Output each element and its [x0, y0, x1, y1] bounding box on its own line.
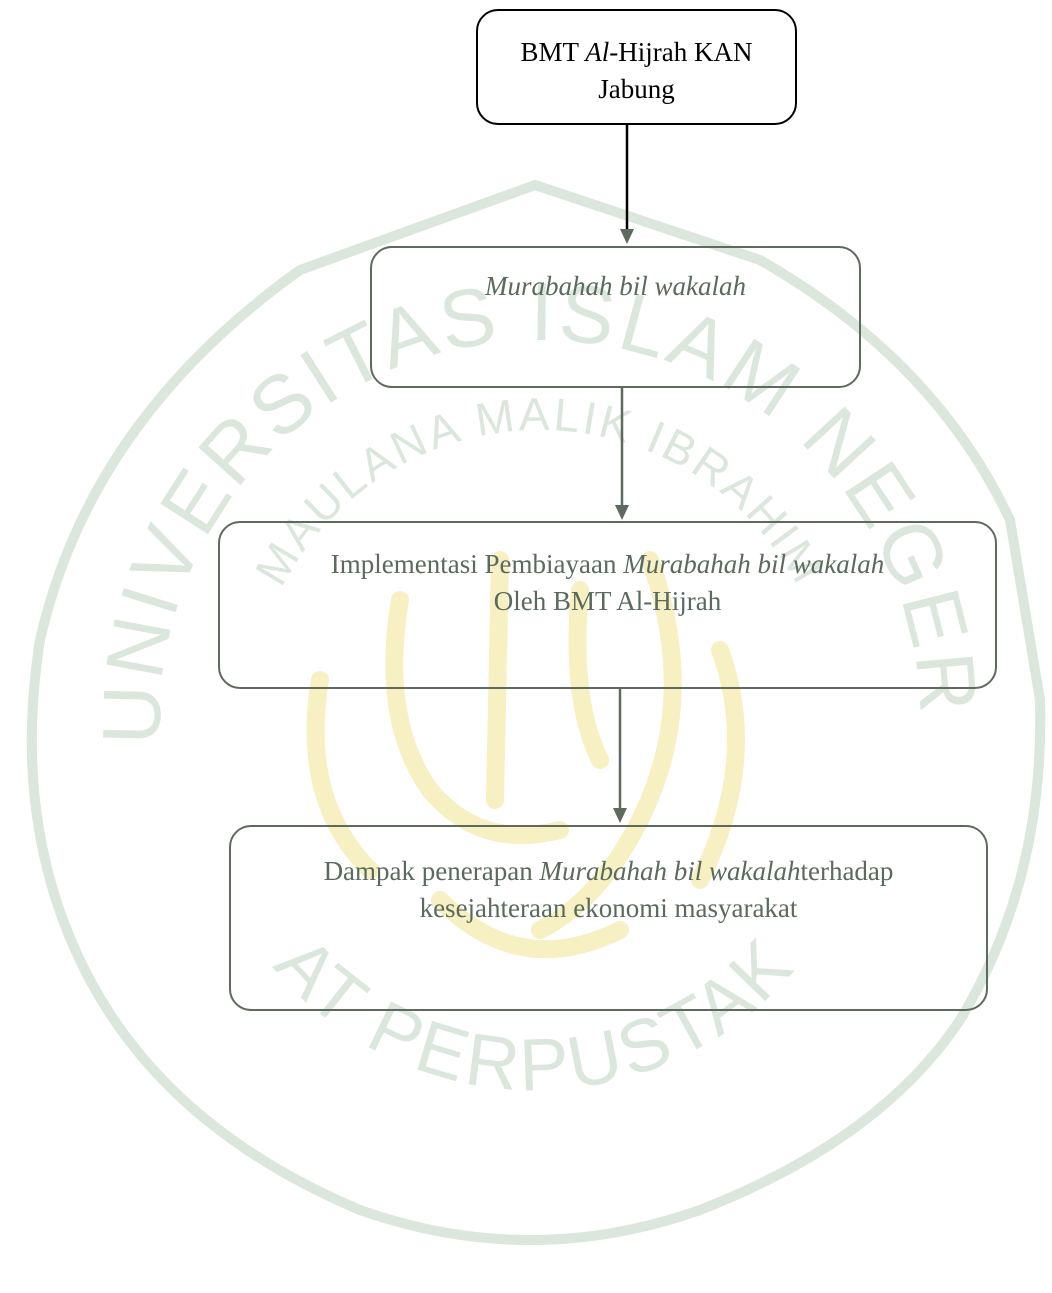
node-implementasi-line1: Implementasi Pembiayaan Murabahah bil wa… — [330, 549, 885, 579]
node-bmt-line1: BMT Al-Hijrah KAN — [520, 37, 753, 67]
node-murabahah-label: Murabahah bil wakalah — [485, 271, 746, 301]
arrow-1 — [620, 125, 634, 244]
node-implementasi-line2: Oleh BMT Al-Hijrah — [493, 586, 722, 616]
node-implementasi-pembiayaan: Implementasi Pembiayaan Murabahah bil wa… — [218, 521, 997, 689]
node-bmt-al-hijrah: BMT Al-Hijrah KAN Jabung — [476, 9, 797, 125]
node-bmt-line2: Jabung — [598, 74, 675, 104]
arrow-3 — [613, 689, 627, 823]
node-dampak-line2: kesejahteraan ekonomi masyarakat — [419, 893, 798, 923]
seal-outline — [26, 179, 1046, 1245]
node-murabahah-bil-wakalah: Murabahah bil wakalah — [370, 246, 861, 388]
node-dampak-line1: Dampak penerapan Murabahah bil wakalahte… — [323, 856, 894, 886]
arrow-2 — [615, 388, 629, 520]
node-dampak-penerapan: Dampak penerapan Murabahah bil wakalahte… — [229, 825, 988, 1011]
